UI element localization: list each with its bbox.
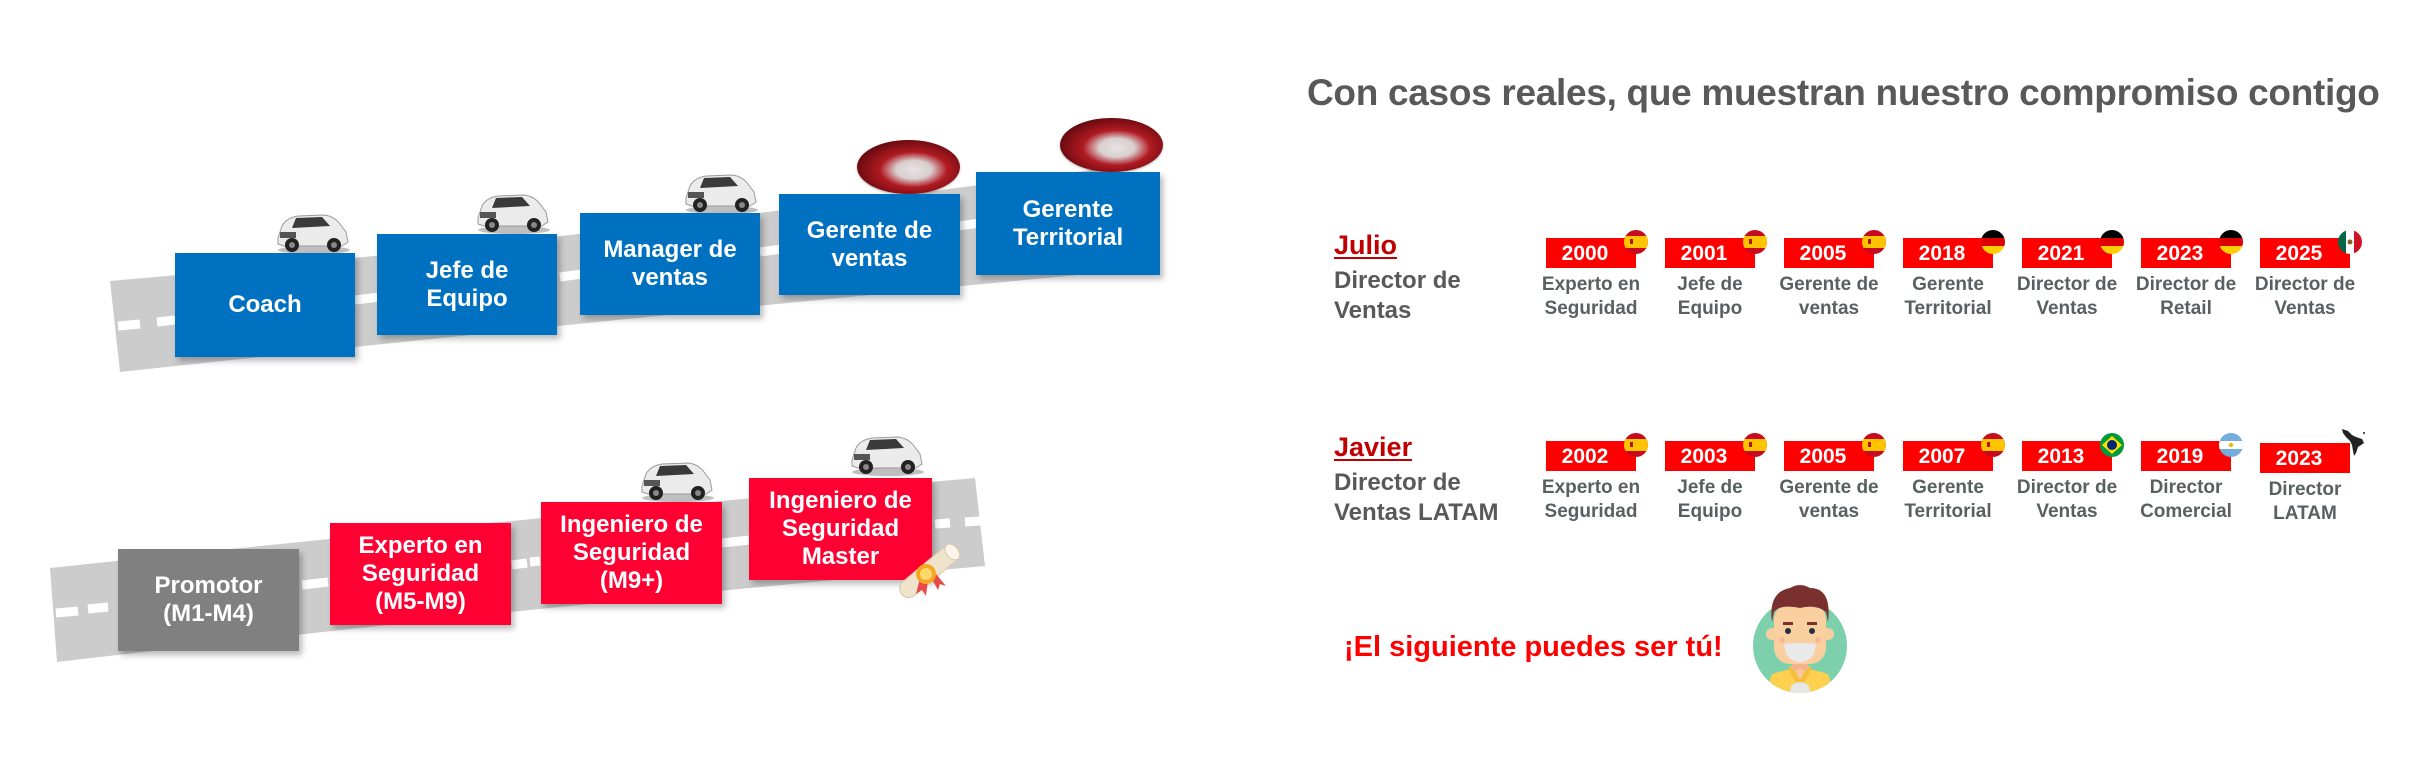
milestone-label: Jefe de Equipo <box>1677 274 1743 319</box>
step-ingeniero-de-seguridad-master: Ingeniero de Seguridad Master <box>749 478 932 580</box>
diploma-icon <box>899 543 961 599</box>
person-role: Director de Ventas LATAM <box>1334 469 1499 526</box>
brazil-flag-icon <box>2100 433 2124 457</box>
white-suv-icon <box>851 436 924 476</box>
milestone-label: Experto en Seguridad <box>1541 274 1641 319</box>
milestone-label: Gerente de ventas <box>1779 274 1879 319</box>
milestone-label: Director de Ventas <box>2254 274 2356 319</box>
milestone-label: Director de Ventas <box>2016 274 2118 319</box>
call-to-action: ¡El siguiente puedes ser tú! <box>1344 631 1723 663</box>
person-name: Julio <box>1334 230 1398 260</box>
step-promotor: Promotor (M1-M4) <box>118 549 299 651</box>
germany-flag-icon <box>2219 230 2243 254</box>
milestone-label: Director Comercial <box>2140 477 2232 522</box>
milestone-label: Gerente Territorial <box>1904 274 1992 319</box>
milestone-badge: 2023 <box>2141 230 2243 268</box>
milestone-label: Director de Ventas <box>2016 477 2118 522</box>
milestone-badge: 2000 <box>1546 230 1648 268</box>
milestone-label: Jefe de Equipo <box>1677 477 1743 522</box>
step-gerente-de-ventas: Gerente de ventas <box>779 194 960 295</box>
germany-flag-icon <box>2100 230 2124 254</box>
smiling-man-avatar-icon <box>1753 585 1847 693</box>
milestone-badge: 2007 <box>1903 433 2005 471</box>
spain-flag-icon <box>1862 433 1886 457</box>
spain-flag-icon <box>1862 230 1886 254</box>
white-suv-icon <box>477 194 550 234</box>
milestone-badge: 2003 <box>1665 433 1767 471</box>
spain-flag-icon <box>1743 230 1767 254</box>
spain-flag-icon <box>1624 433 1648 457</box>
milestone-badge: 2013 <box>2022 433 2124 471</box>
red-coupe-photo-icon <box>857 140 960 194</box>
white-suv-icon <box>277 214 350 254</box>
person-role: Director de Ventas <box>1334 267 1461 324</box>
milestone-label: Director LATAM <box>2268 479 2342 524</box>
milestone-label: Experto en Seguridad <box>1541 477 1641 522</box>
spain-flag-icon <box>1981 433 2005 457</box>
step-jefe-de-equipo: Jefe de Equipo <box>377 234 557 335</box>
milestone-badge: 2019 <box>2141 433 2243 471</box>
milestone-label: Gerente Territorial <box>1904 477 1992 522</box>
milestone-badge: 2018 <box>1903 230 2005 268</box>
milestone-label: Gerente de ventas <box>1779 477 1879 522</box>
spain-flag-icon <box>1743 433 1767 457</box>
step-ingeniero-de-seguridad: Ingeniero de Seguridad (M9+) <box>541 502 722 604</box>
milestone-badge: 2023 <box>2260 429 2365 473</box>
white-suv-icon <box>685 174 758 214</box>
argentina-flag-icon <box>2219 433 2243 457</box>
spain-flag-icon <box>1624 230 1648 254</box>
milestone-badge: 2001 <box>1665 230 1767 268</box>
milestone-label: Director de Retail <box>2135 274 2237 319</box>
person-name: Javier <box>1334 432 1413 462</box>
step-gerente-territorial: Gerente Territorial <box>976 172 1160 275</box>
milestone-badge: 2025 <box>2260 230 2362 268</box>
step-experto-en-seguridad: Experto en Seguridad (M5-M9) <box>330 523 511 625</box>
milestone-badge: 2021 <box>2022 230 2124 268</box>
latam-map-icon <box>2342 429 2365 456</box>
red-coupe-photo-icon <box>1060 118 1163 172</box>
milestone-badge: 2005 <box>1784 433 1886 471</box>
section-headline: Con casos reales, que muestran nuestro c… <box>1307 72 2380 113</box>
milestone-badge: 2005 <box>1784 230 1886 268</box>
step-manager-de-ventas: Manager de ventas <box>580 213 760 315</box>
mexico-flag-icon <box>2338 230 2362 254</box>
white-suv-icon <box>641 462 714 502</box>
milestone-badge: 2002 <box>1546 433 1648 471</box>
germany-flag-icon <box>1981 230 2005 254</box>
step-coach: Coach <box>175 253 355 357</box>
